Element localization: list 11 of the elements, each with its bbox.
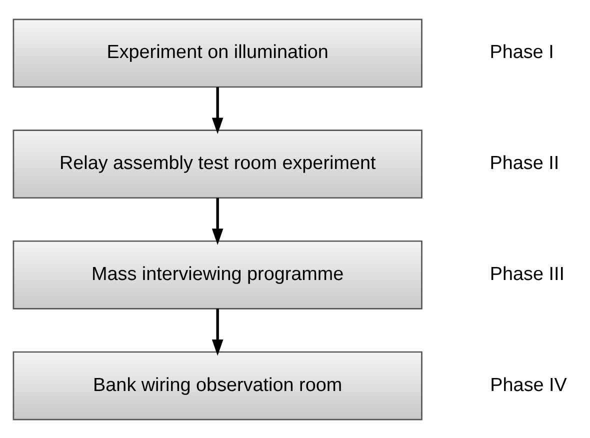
node-label: Phase III (490, 263, 565, 284)
arrow (212, 197, 224, 244)
node-label: Phase I (490, 42, 554, 63)
arrow (212, 86, 224, 134)
node-box: Relay assembly test room experiment (12, 129, 422, 198)
node-box: Mass interviewing programme (12, 240, 422, 309)
node-box: Bank wiring observation room (12, 350, 422, 420)
node-box: Experiment on illumination (12, 18, 422, 88)
node-label: Phase II (490, 152, 560, 174)
node-label: Phase IV (490, 374, 567, 396)
arrow (212, 308, 224, 356)
